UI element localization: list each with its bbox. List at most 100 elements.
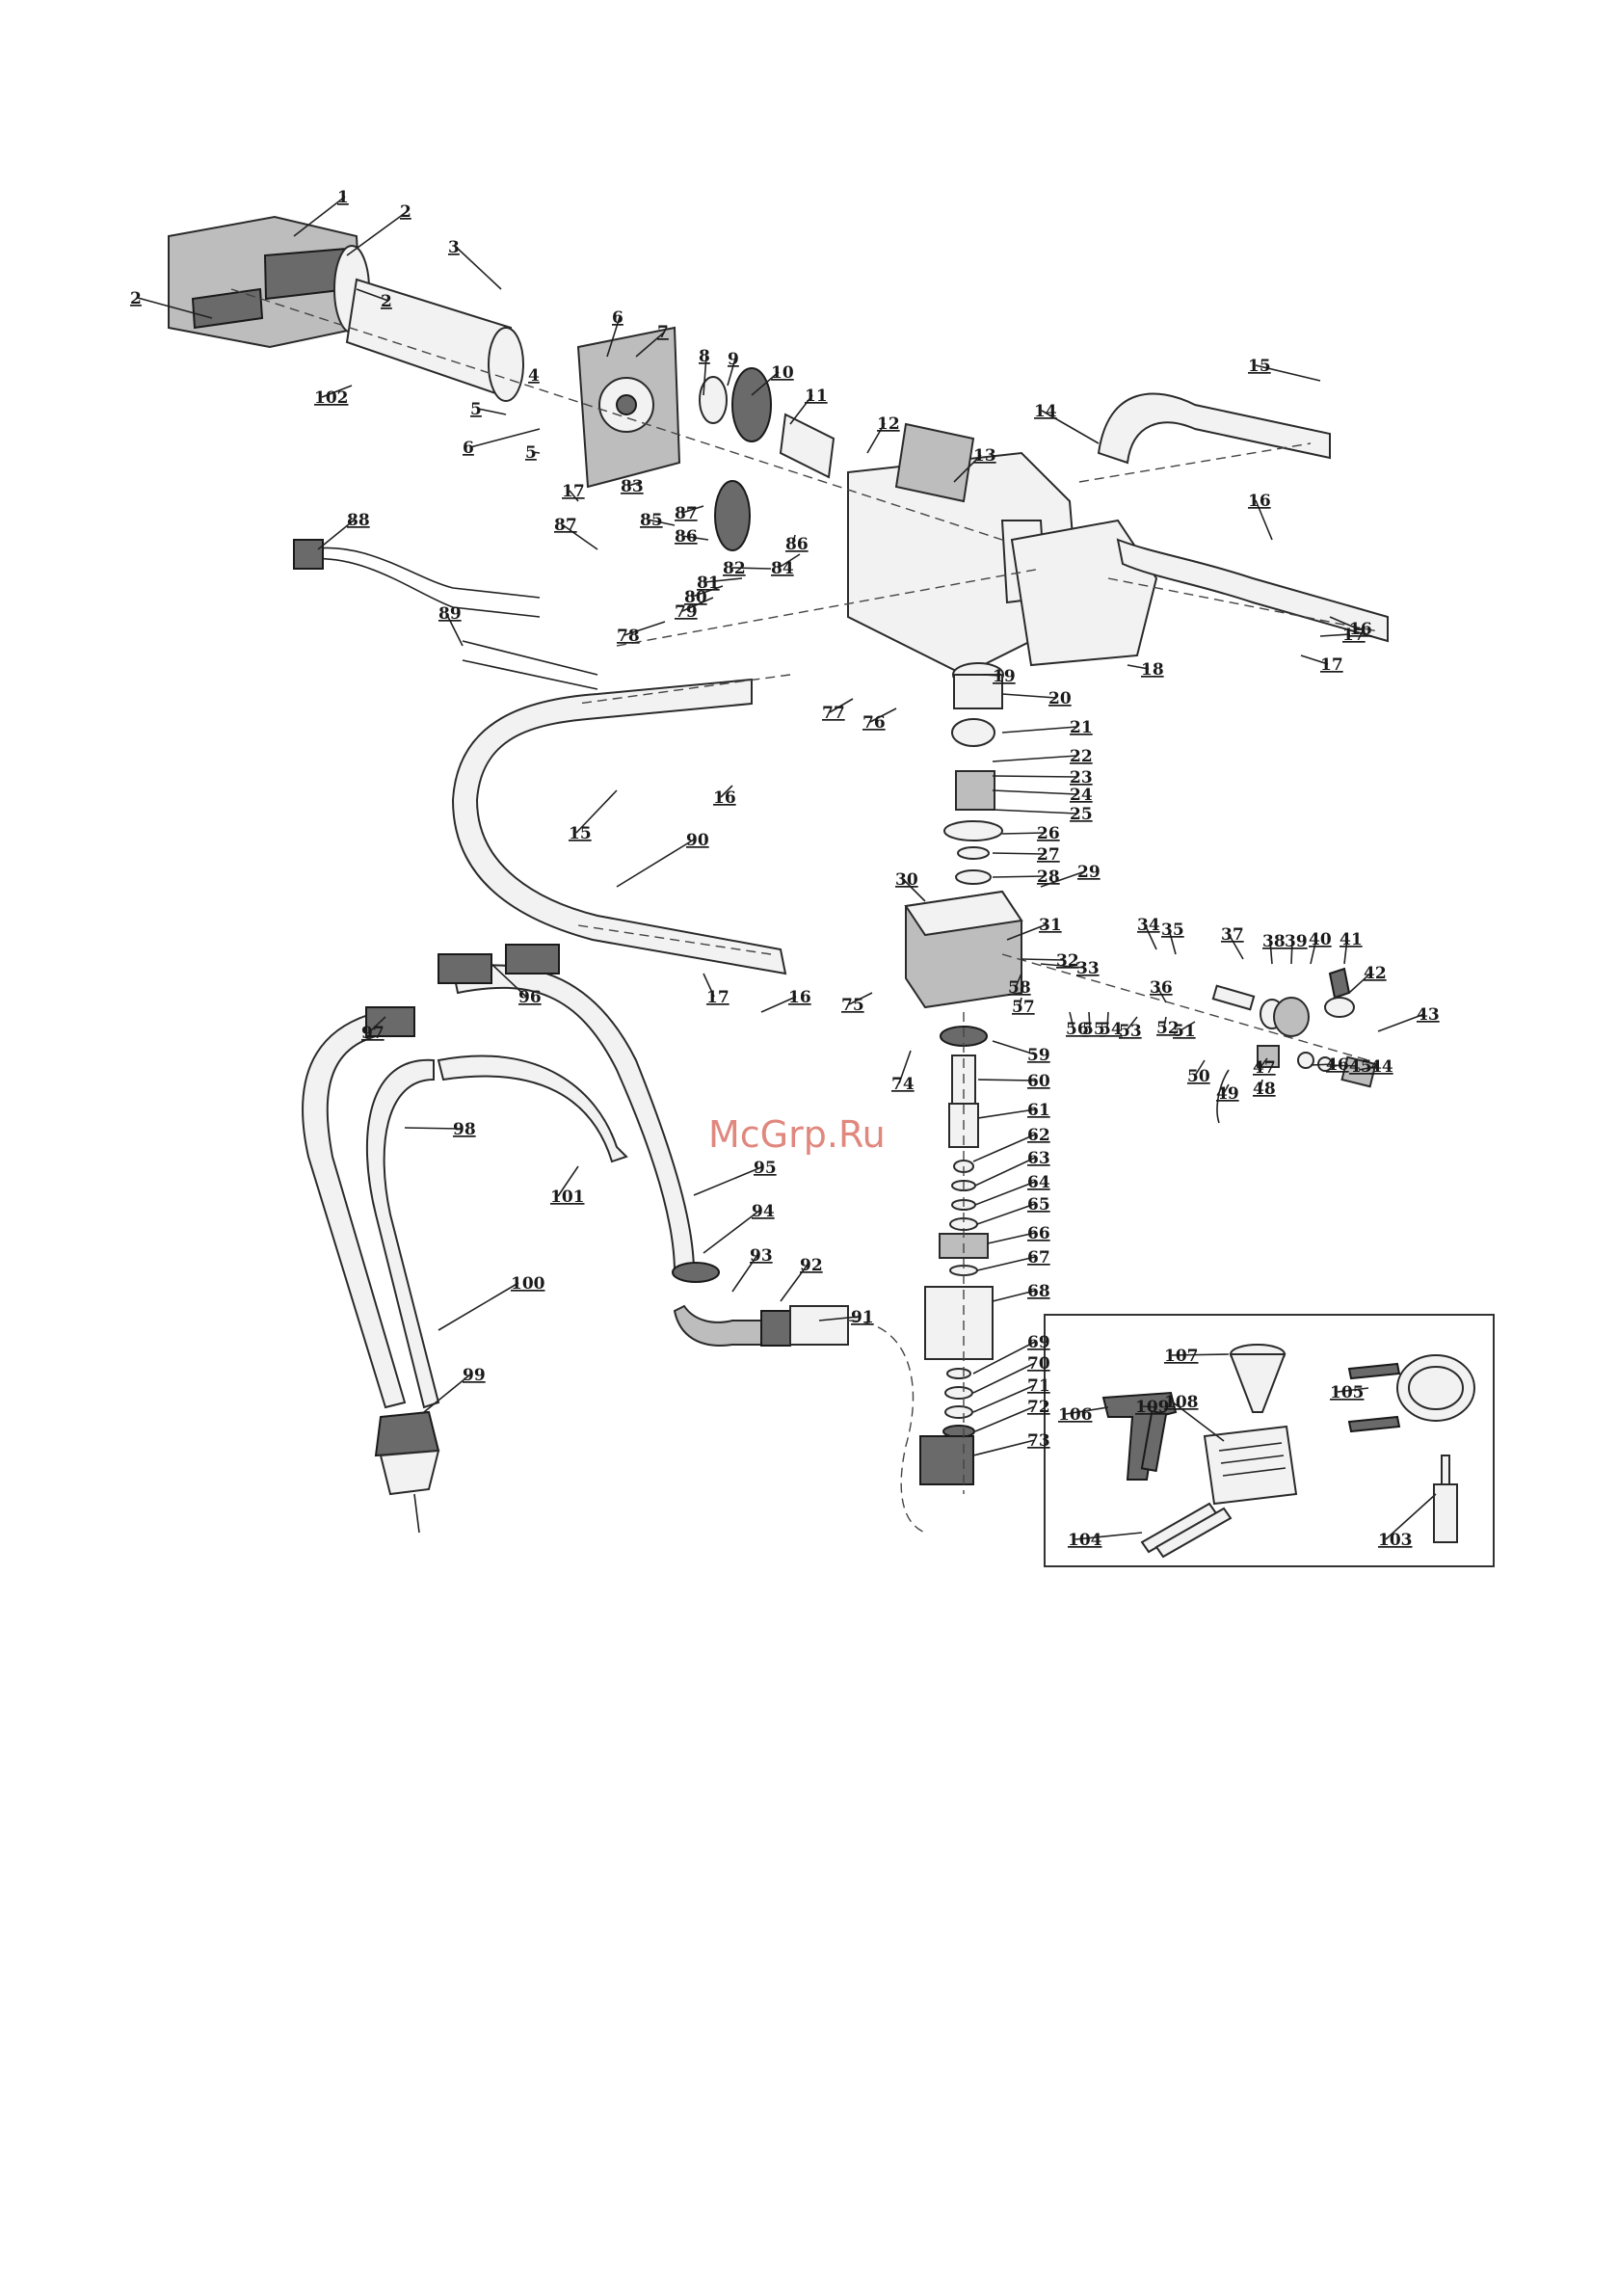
callout-leader	[1001, 726, 1078, 734]
part-callout-number: 67	[1027, 1248, 1050, 1268]
part-callout-number: 36	[1150, 978, 1173, 998]
callout-leader	[1171, 1353, 1230, 1356]
callout-leader	[1001, 693, 1057, 699]
callout-leader	[623, 621, 666, 636]
callout-leader	[1337, 1387, 1369, 1393]
callout-leader	[1194, 1059, 1206, 1077]
callout-leader	[898, 1050, 912, 1084]
callout-leader	[1106, 1011, 1109, 1029]
part-callout-number: 23	[1070, 768, 1093, 788]
return-hose	[672, 1262, 926, 1534]
part-callout-number: 6	[612, 308, 623, 328]
callout-leader	[731, 1254, 758, 1293]
callout-leader	[1358, 1065, 1379, 1071]
callout-leader	[1171, 1401, 1225, 1442]
part-callout-number: 83	[621, 477, 644, 496]
callout-leader	[356, 288, 389, 302]
part-callout-number: 69	[1027, 1333, 1050, 1352]
part-callout-number: 62	[1027, 1126, 1050, 1145]
part-callout-number: 104	[1068, 1531, 1102, 1550]
part-callout-number: 14	[1034, 402, 1057, 421]
frame-axis	[616, 568, 1042, 647]
part-callout-number: 91	[851, 1308, 874, 1327]
gear-assembly	[699, 367, 836, 551]
callout-leader	[469, 428, 541, 448]
callout-leader	[1269, 940, 1273, 965]
callout-leader	[1015, 973, 1022, 988]
callout-leader	[691, 585, 724, 598]
motor-housing	[168, 215, 370, 349]
callout-leader	[1180, 1021, 1196, 1031]
part-callout-number: 41	[1339, 930, 1363, 949]
callout-leader	[1300, 654, 1329, 665]
callout-leader	[1329, 1064, 1358, 1067]
part-callout-number: 54	[1100, 1020, 1123, 1039]
callout-leader	[1228, 933, 1244, 960]
part-callout-number: 79	[675, 602, 698, 622]
callout-leader	[627, 481, 642, 487]
callout-leader	[902, 878, 926, 902]
part-callout-number: 46	[1326, 1055, 1349, 1075]
part-callout-number: 21	[1070, 718, 1093, 737]
part-callout-number: 93	[750, 1246, 773, 1266]
part-callout-number: 82	[723, 559, 746, 578]
callout-leader	[693, 1166, 762, 1196]
callout-leader	[1021, 958, 1065, 961]
part-callout-number: 64	[1027, 1173, 1050, 1192]
part-callout-number: 30	[895, 870, 918, 890]
part-callout-number: 17	[1342, 626, 1366, 645]
part-callout-number: 47	[1253, 1058, 1276, 1078]
part-callout-number: 20	[1048, 689, 1072, 708]
callout-leader	[1168, 928, 1177, 955]
callout-leader	[992, 789, 1078, 795]
part-callout-number: 74	[891, 1075, 915, 1094]
callout-leader	[569, 490, 579, 502]
part-callout-number: 19	[993, 667, 1016, 686]
callout-leader	[557, 1165, 579, 1197]
callout-leader	[792, 534, 796, 545]
part-callout-number: 59	[1027, 1046, 1050, 1065]
part-callout-number: 72	[1027, 1398, 1050, 1417]
part-callout-number: 16	[1349, 620, 1372, 639]
callout-leader	[977, 1079, 1036, 1081]
part-callout-number: 77	[822, 704, 845, 723]
callout-leader	[1255, 499, 1273, 541]
callout-leader	[1001, 832, 1046, 835]
part-callout-number: 13	[973, 446, 996, 466]
callout-leader	[992, 775, 1078, 778]
callout-leader	[778, 553, 801, 569]
callout-leader	[561, 523, 598, 550]
callout-leader	[1156, 986, 1167, 1003]
callout-leader	[1290, 940, 1293, 965]
part-callout-number: 109	[1135, 1398, 1170, 1417]
callout-leader	[1074, 1532, 1143, 1540]
callout-leader	[703, 355, 707, 396]
part-callout-number: 29	[1077, 863, 1101, 882]
callout-leader	[1343, 938, 1348, 965]
callout-leader	[982, 674, 1001, 677]
callout-leader	[972, 1341, 1036, 1375]
part-callout-number: 5	[525, 443, 537, 463]
callout-leader	[992, 755, 1078, 762]
callout-leader	[992, 1290, 1036, 1302]
part-callout-number: 44	[1370, 1057, 1393, 1077]
callout-leader	[992, 809, 1078, 814]
lubricant-bottle	[1433, 1455, 1458, 1543]
callout-leader	[751, 371, 780, 396]
power-cord	[293, 539, 598, 690]
part-callout-number: 17	[706, 988, 729, 1007]
callout-leader	[703, 1210, 760, 1254]
callout-leader	[987, 1232, 1036, 1244]
callout-leader	[1310, 938, 1317, 965]
manual-booklet	[1203, 1425, 1298, 1506]
callout-leader	[1310, 1063, 1335, 1066]
callout-leader	[1041, 410, 1100, 444]
part-callout-number: 81	[697, 574, 720, 593]
part-callout-number: 39	[1285, 932, 1308, 951]
callout-leader	[1385, 1493, 1437, 1540]
part-callout-number: 56	[1066, 1020, 1089, 1039]
callout-leader	[1329, 616, 1358, 629]
part-callout-number: 106	[1058, 1405, 1093, 1425]
part-callout-number: 71	[1027, 1376, 1050, 1396]
